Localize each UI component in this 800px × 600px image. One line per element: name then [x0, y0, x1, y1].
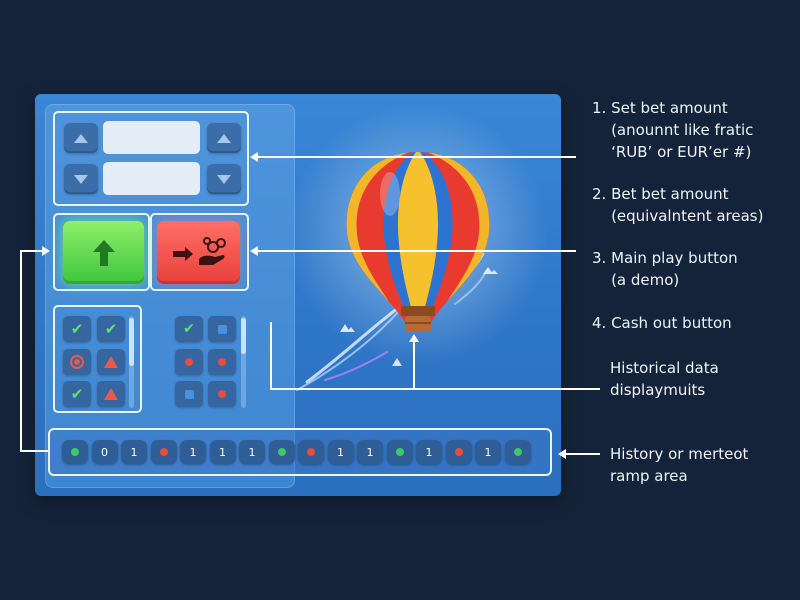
history-chip[interactable]: 1 — [239, 440, 265, 464]
bet-controls-outline — [53, 111, 249, 206]
chevron-down-icon — [217, 174, 231, 184]
red-dot-icon — [218, 358, 226, 366]
history-dot-icon — [395, 448, 404, 456]
red-dot-icon — [185, 358, 193, 366]
chevron-up-icon — [217, 133, 231, 143]
target-icon — [70, 355, 84, 369]
pointer-line — [20, 450, 48, 452]
pointer-arrow-icon — [250, 246, 258, 256]
history-dot-icon — [277, 448, 286, 456]
history-chip[interactable]: 1 — [475, 440, 501, 464]
history-dot-icon — [513, 448, 522, 456]
history-chip[interactable] — [504, 440, 531, 464]
grid-tile[interactable] — [175, 349, 203, 375]
cash-out-hand-icon — [172, 236, 226, 265]
pointer-arrow-icon — [250, 152, 258, 162]
check-icon: ✔ — [70, 320, 84, 338]
callout-bet-amount: 2. Bet bet amount (equivalntent areas) — [592, 185, 764, 225]
check-icon: ✔ — [104, 320, 118, 338]
arrow-up-icon — [92, 239, 115, 266]
history-chip[interactable] — [386, 440, 413, 464]
history-chip[interactable]: 1 — [180, 440, 206, 464]
pointer-arrow-icon — [558, 449, 566, 459]
history-chip-label: 1 — [219, 445, 226, 459]
history-chip[interactable] — [298, 440, 324, 464]
amount-1-increase-button[interactable] — [64, 123, 98, 153]
history-chip[interactable] — [150, 440, 177, 464]
grid-tile[interactable] — [208, 316, 236, 342]
callout-historical-data: Historical data displaymuits — [610, 359, 719, 399]
triangle-icon — [104, 388, 118, 400]
square-icon — [184, 389, 194, 399]
callout-cash-out-button: 4. Cash out button — [592, 314, 732, 332]
history-chip-label: 1 — [248, 445, 256, 459]
pointer-line — [20, 250, 44, 252]
history-chip[interactable] — [445, 440, 472, 464]
history-chip-label: 1 — [425, 445, 433, 459]
grid-tile[interactable] — [175, 381, 203, 407]
history-dot-icon — [454, 448, 463, 456]
chevron-up-icon — [74, 133, 88, 143]
history-chip[interactable] — [62, 440, 88, 464]
history-chip-label: 1 — [130, 445, 138, 459]
play-button-outline — [53, 213, 150, 291]
amount-1-increase-button-right[interactable] — [207, 123, 241, 153]
balloon-scene — [288, 104, 548, 391]
callout-main-play-button: 3. Main play button (a demo) — [592, 249, 738, 289]
grid-tile[interactable] — [208, 381, 236, 407]
amount-2-decrease-button-right[interactable] — [207, 164, 241, 194]
pointer-line — [258, 156, 576, 158]
grid-tile[interactable]: ✔ — [63, 381, 91, 407]
history-chip[interactable]: 1 — [209, 440, 236, 464]
history-chip[interactable]: 1 — [327, 440, 354, 464]
history-chip[interactable] — [268, 440, 295, 464]
triangle-icon — [104, 356, 118, 368]
grid-tile[interactable]: ✔ — [63, 316, 91, 342]
history-grid-scrollbar-thumb[interactable] — [129, 318, 134, 366]
check-icon: ✔ — [70, 385, 84, 403]
amount-2-decrease-button[interactable] — [64, 164, 98, 194]
history-chip[interactable]: 1 — [416, 440, 442, 464]
square-icon — [217, 324, 227, 334]
pointer-line — [20, 250, 22, 452]
pointer-line — [270, 322, 272, 390]
grid-tile[interactable] — [97, 349, 125, 375]
bet-amount-input-2[interactable] — [103, 162, 200, 195]
grid-tile[interactable] — [208, 349, 236, 375]
grid-tile[interactable]: ✔ — [97, 316, 125, 342]
callout-history-area: History or merteot ramp area — [610, 445, 749, 485]
chevron-down-icon — [74, 174, 88, 184]
pointer-arrow-icon — [409, 334, 419, 342]
pointer-line — [258, 250, 576, 252]
history-chip-label: 0 — [101, 445, 108, 459]
history-chip-label: 1 — [337, 445, 344, 459]
history-dot-icon — [71, 448, 79, 456]
grid-tile[interactable] — [97, 381, 125, 407]
pointer-line — [566, 453, 600, 455]
pointer-arrow-icon — [42, 246, 50, 256]
history-chip[interactable]: 1 — [121, 440, 147, 464]
pointer-line — [413, 342, 415, 390]
right-grid-scrollbar[interactable] — [241, 316, 246, 408]
right-grid-scrollbar-thumb[interactable] — [241, 318, 246, 354]
history-chip-label: 1 — [484, 445, 492, 459]
play-button[interactable] — [63, 221, 144, 284]
history-chip-label: 1 — [366, 445, 374, 459]
cashout-button-outline — [150, 213, 249, 291]
bet-amount-input-1[interactable] — [103, 121, 200, 154]
history-dot-icon — [307, 448, 315, 456]
history-chip[interactable]: 1 — [357, 440, 383, 464]
history-chip[interactable]: 0 — [91, 440, 118, 464]
grid-tile[interactable] — [63, 349, 91, 375]
check-icon: ✔ — [183, 321, 195, 337]
pointer-line — [270, 388, 600, 390]
red-dot-icon — [218, 390, 226, 398]
history-grid-outline — [53, 305, 142, 413]
grid-tile[interactable]: ✔ — [175, 316, 203, 342]
history-chip-label: 1 — [189, 445, 197, 459]
cash-out-button[interactable] — [157, 221, 240, 284]
history-dot-icon — [159, 448, 168, 456]
callout-set-bet-amount: 1. Set bet amount (anounnt like fratic ‘… — [592, 99, 754, 161]
